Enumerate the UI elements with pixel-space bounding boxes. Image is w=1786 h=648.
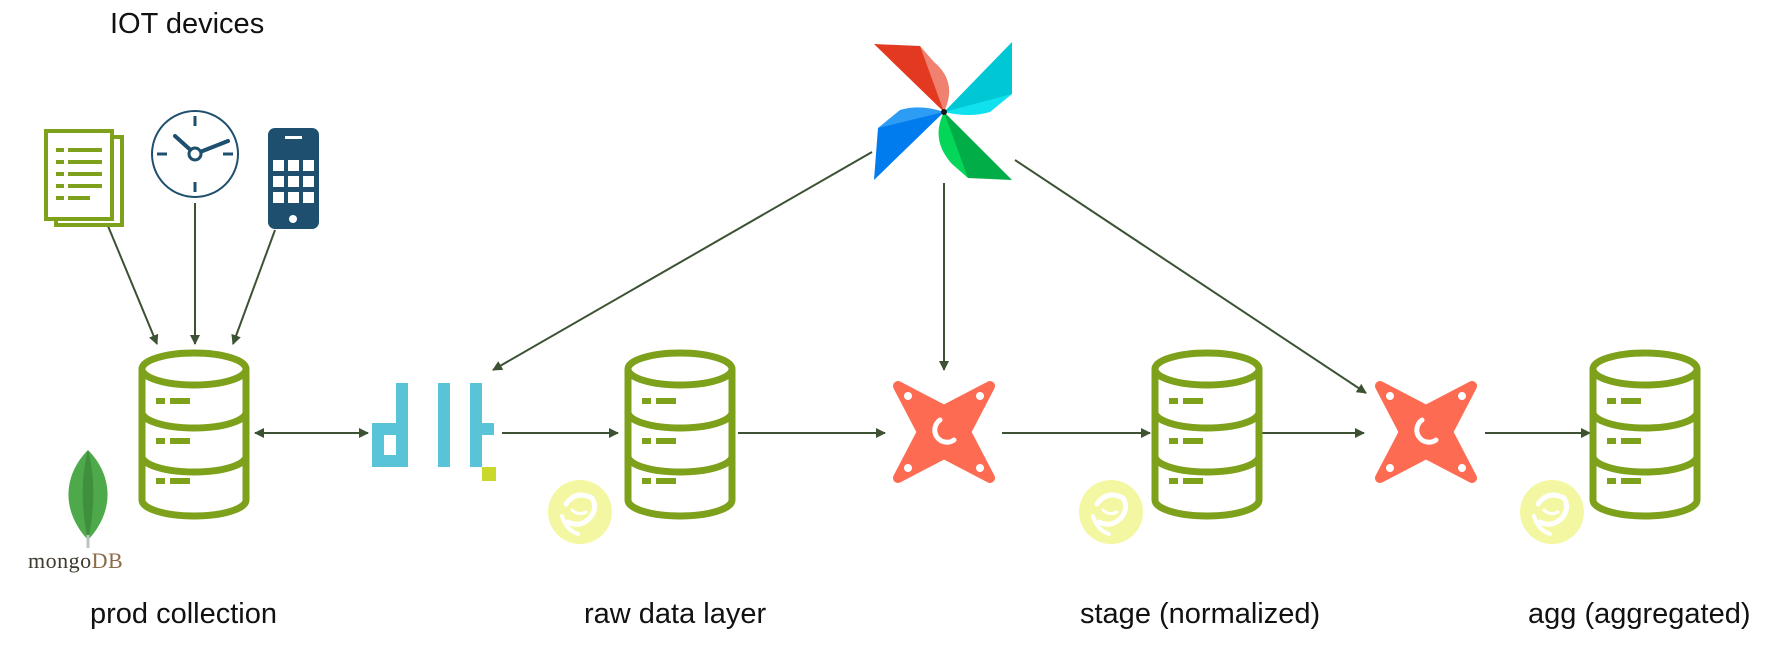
arrows bbox=[107, 151, 1591, 438]
duckdb-icon bbox=[1079, 480, 1143, 544]
database-icon bbox=[628, 353, 732, 516]
label-iot-devices: IOT devices bbox=[110, 8, 265, 40]
mongodb-wordmark-prefix: mongo bbox=[28, 548, 92, 573]
duckdb-icon bbox=[548, 480, 612, 544]
document-icon bbox=[44, 129, 124, 227]
label-prod-collection: prod collection bbox=[90, 598, 277, 630]
database-icon bbox=[1155, 353, 1259, 516]
dbt-logo-icon bbox=[1380, 386, 1472, 478]
label-agg: agg (aggregated) bbox=[1528, 598, 1751, 630]
phone-icon bbox=[268, 128, 319, 229]
duckdb-icon bbox=[1520, 480, 1584, 544]
label-raw-data-layer: raw data layer bbox=[584, 598, 767, 630]
database-icon bbox=[1593, 353, 1697, 516]
mongodb-wordmark: mongoDB bbox=[28, 548, 123, 574]
label-stage: stage (normalized) bbox=[1080, 598, 1321, 630]
database-icon bbox=[142, 353, 246, 516]
arrow-document-to-prod bbox=[107, 225, 159, 345]
arrow-phone-to-prod bbox=[231, 229, 276, 345]
mongodb-leaf-icon bbox=[68, 450, 108, 548]
arrow-airflow-to-dbt-2 bbox=[1014, 159, 1367, 394]
clock-icon bbox=[151, 110, 239, 198]
dbt-logo-icon bbox=[898, 386, 990, 478]
airflow-pinwheel-icon bbox=[874, 42, 1012, 180]
mongodb-wordmark-suffix: DB bbox=[91, 548, 124, 573]
arrow-airflow-to-dlt bbox=[492, 151, 873, 371]
dlt-logo-icon bbox=[372, 383, 496, 481]
